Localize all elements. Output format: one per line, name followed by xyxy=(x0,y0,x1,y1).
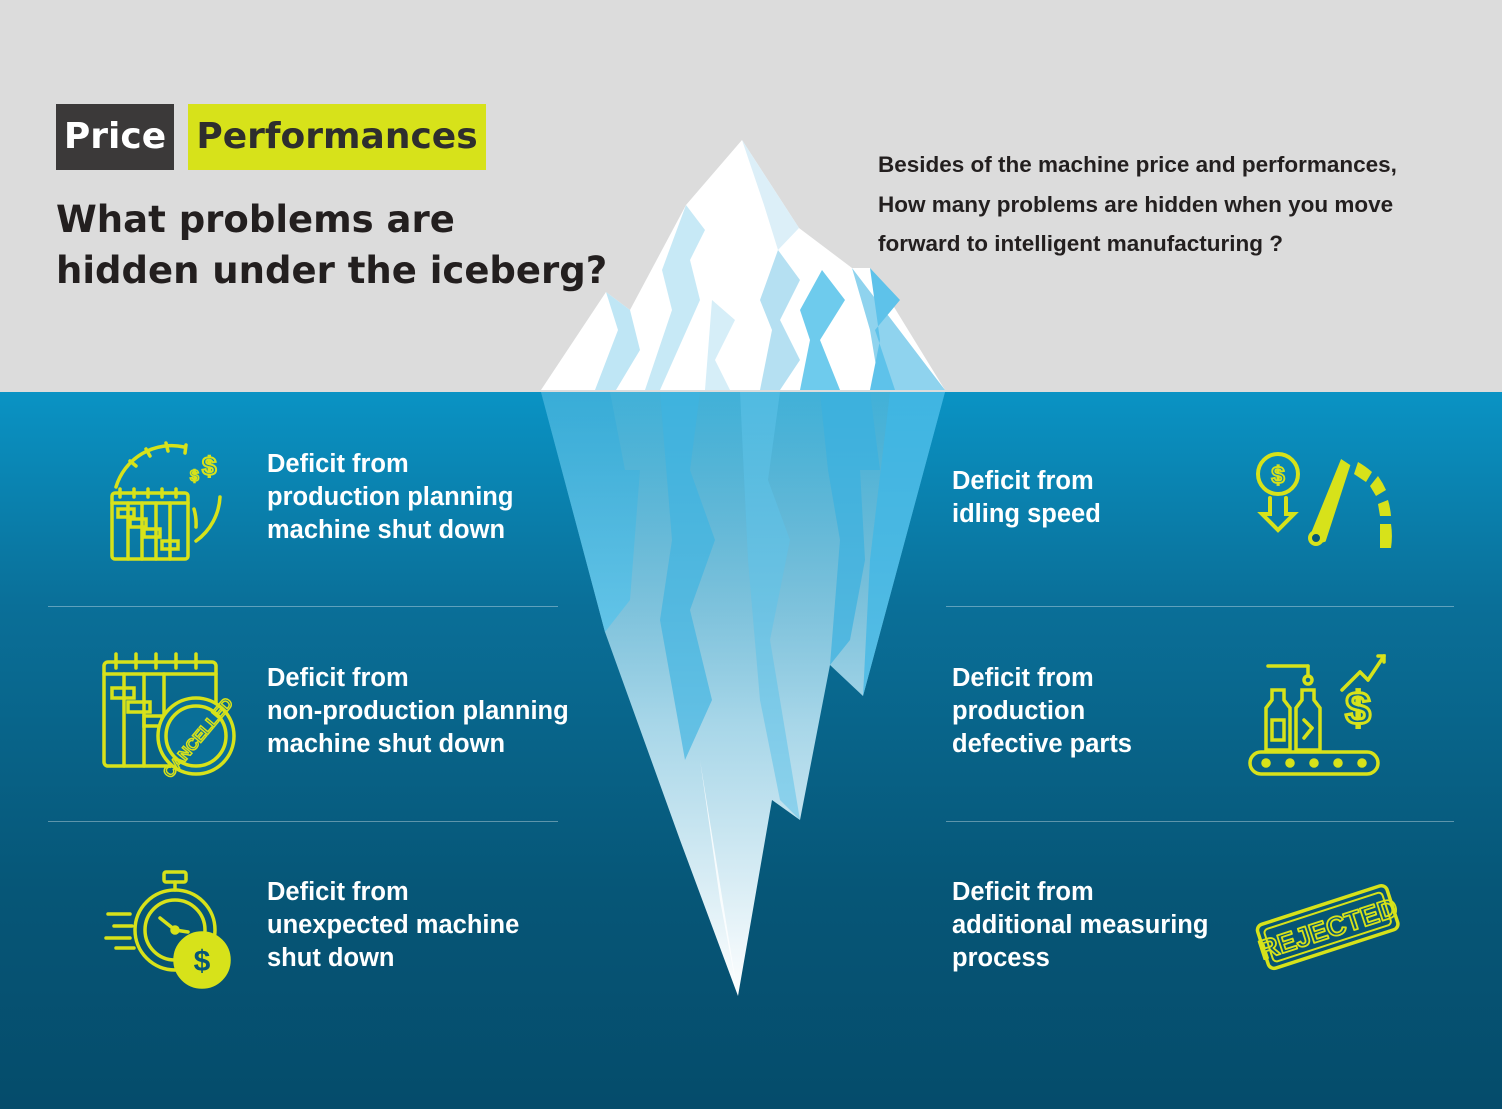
svg-text:$: $ xyxy=(202,451,217,481)
speedometer-dollar-icon: $ xyxy=(1256,452,1392,548)
right-item-1: Deficit from idling speed xyxy=(952,465,1232,531)
iceberg-tip xyxy=(541,140,945,390)
right-item-3-line-3: process xyxy=(952,944,1050,972)
left-item-2: Deficit from non-production planning mac… xyxy=(267,662,607,761)
rejected-stamp-icon: REJECTED xyxy=(1254,883,1402,971)
svg-text:$: $ xyxy=(190,468,199,485)
left-item-3: Deficit from unexpected machine shut dow… xyxy=(267,876,567,975)
svg-text:$: $ xyxy=(194,945,211,978)
left-item-1-line-1: Deficit from xyxy=(267,450,409,478)
left-item-2-line-2: non-production planning xyxy=(267,697,569,725)
right-item-2-line-2: production xyxy=(952,697,1086,725)
left-item-3-line-3: shut down xyxy=(267,944,395,972)
divider-right-1 xyxy=(946,606,1454,607)
right-item-1-line-2: idling speed xyxy=(952,500,1101,528)
divider-right-2 xyxy=(946,821,1454,822)
svg-text:$: $ xyxy=(1345,682,1371,734)
intro-line-2: How many problems are hidden when you mo… xyxy=(878,191,1394,217)
left-item-2-line-3: machine shut down xyxy=(267,730,506,758)
right-item-2: Deficit from production defective parts xyxy=(952,662,1232,761)
divider-left-1 xyxy=(48,606,558,607)
stopwatch-dollar-icon: $ xyxy=(104,870,231,989)
page-title: What problems are hidden under the icebe… xyxy=(56,194,616,296)
cancelled-calendar-icon: CANCELLED xyxy=(102,652,238,778)
headline-line-2: hidden under the iceberg? xyxy=(56,249,608,292)
left-item-3-line-1: Deficit from xyxy=(267,878,409,906)
left-item-3-line-2: unexpected machine xyxy=(267,911,520,939)
left-item-1-line-2: production planning xyxy=(267,483,514,511)
conveyor-bottles-icon: $ xyxy=(1248,654,1386,776)
right-item-1-line-1: Deficit from xyxy=(952,467,1094,495)
left-item-1-line-3: machine shut down xyxy=(267,516,506,544)
svg-text:$: $ xyxy=(1271,462,1285,489)
right-item-3-line-2: additional measuring xyxy=(952,911,1209,939)
headline-line-1: What problems are xyxy=(56,198,455,241)
price-tag: Price xyxy=(56,104,174,170)
schedule-clock-dollar-icon: $ $ xyxy=(110,441,222,561)
right-item-2-line-1: Deficit from xyxy=(952,664,1094,692)
right-item-3-line-1: Deficit from xyxy=(952,878,1094,906)
right-item-3: Deficit from additional measuring proces… xyxy=(952,876,1252,975)
intro-text: Besides of the machine price and perform… xyxy=(878,145,1488,264)
divider-left-2 xyxy=(48,821,558,822)
left-item-2-line-1: Deficit from xyxy=(267,664,409,692)
intro-line-3: forward to intelligent manufacturing ? xyxy=(878,231,1283,256)
iceberg-underwater xyxy=(541,392,945,996)
intro-line-1: Besides of the machine price and perform… xyxy=(878,152,1397,177)
right-item-2-line-3: defective parts xyxy=(952,730,1132,758)
left-item-1: Deficit from production planning machine… xyxy=(267,448,567,547)
performances-tag: Performances xyxy=(188,104,486,170)
